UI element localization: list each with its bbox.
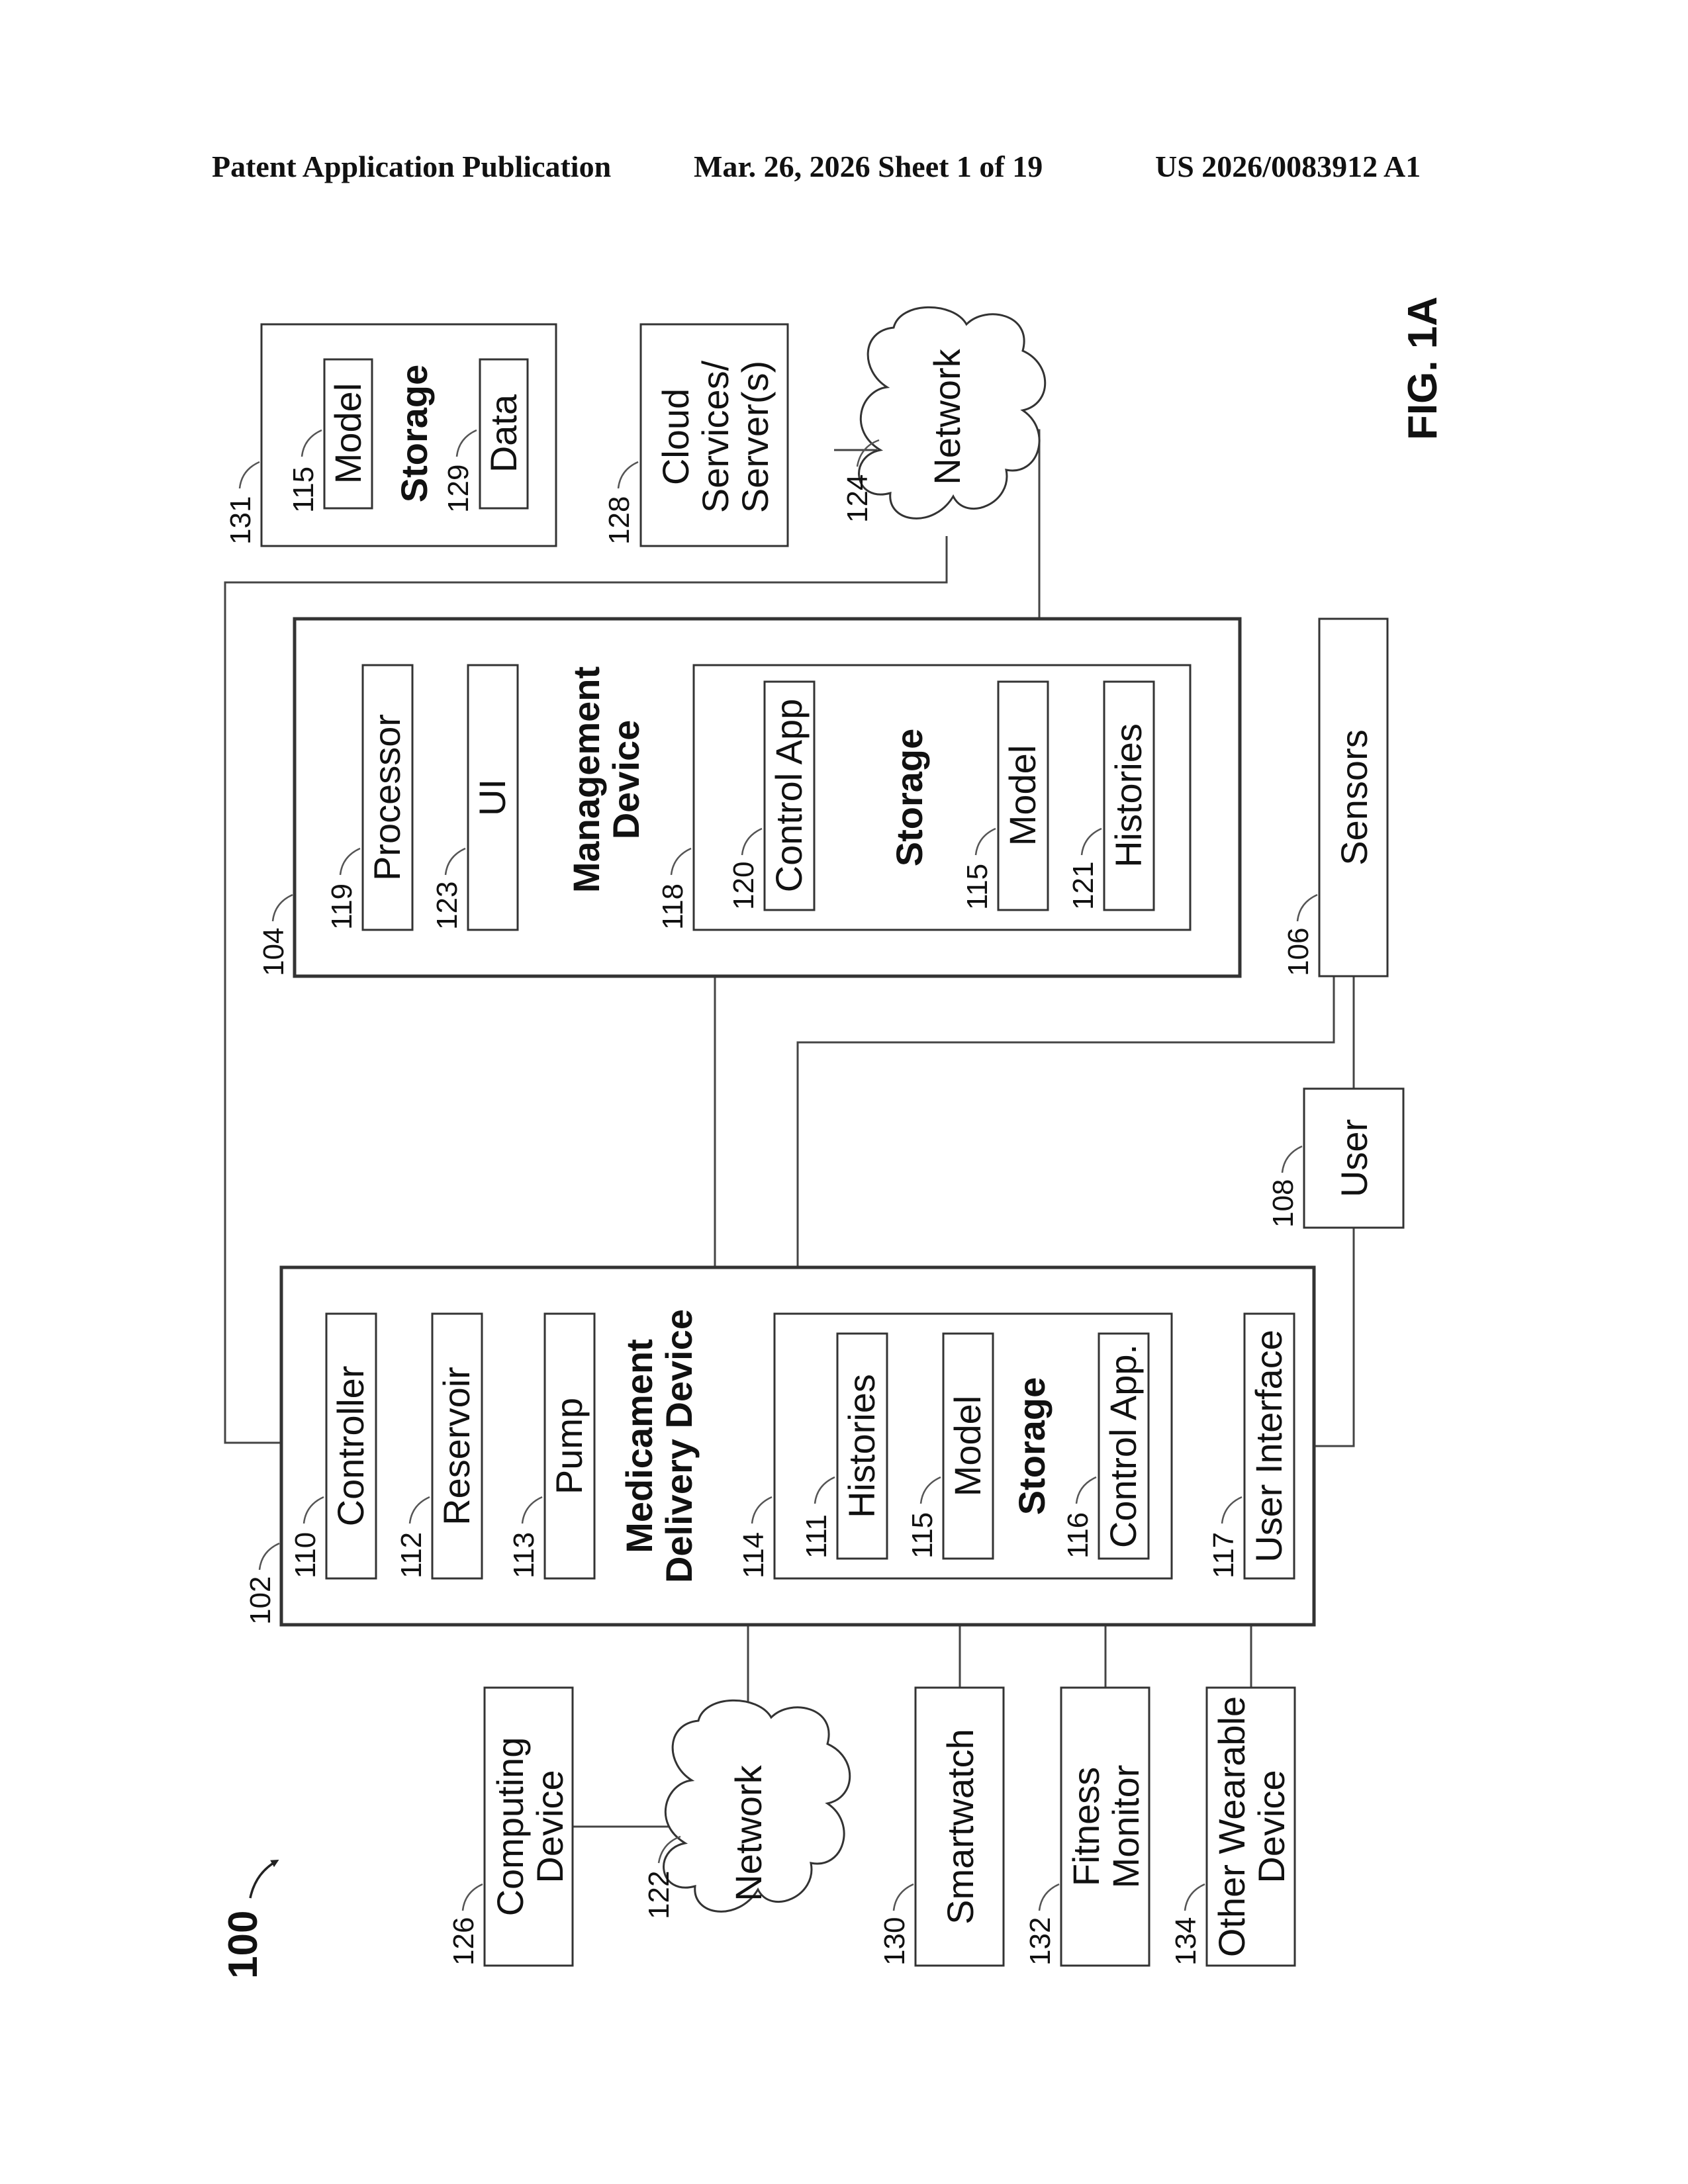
ref-128: 128 bbox=[603, 496, 635, 545]
sensors-106: Sensors 106 bbox=[1282, 619, 1387, 976]
ref-115-device: 115 bbox=[906, 1512, 939, 1559]
network-122-label: Network bbox=[727, 1764, 769, 1901]
smartwatch-130: Smartwatch 130 bbox=[878, 1688, 1004, 1966]
ref-102: 102 bbox=[244, 1576, 277, 1625]
management-control-app-label: Control App bbox=[768, 699, 810, 893]
reservoir-label: Reservoir bbox=[436, 1367, 477, 1525]
medicament-delivery-device-102: Controller Reservoir Pump Medicament Del… bbox=[244, 1267, 1314, 1625]
ref-126: 126 bbox=[447, 1917, 480, 1966]
management-title-line2: Device bbox=[605, 720, 647, 840]
other-wearable-label-line1: Other Wearable bbox=[1211, 1696, 1252, 1957]
device-histories-label: Histories bbox=[841, 1374, 882, 1518]
ref-123: 123 bbox=[431, 882, 463, 930]
sensors-label: Sensors bbox=[1333, 729, 1375, 865]
computing-device-126: Computing Device 126 bbox=[447, 1688, 573, 1966]
ref-112: 112 bbox=[395, 1532, 428, 1578]
ref-129: 129 bbox=[442, 465, 475, 513]
cloud-label-line2: Services/ bbox=[694, 360, 736, 513]
computing-label-line1: Computing bbox=[489, 1737, 531, 1917]
ref-132: 132 bbox=[1024, 1917, 1056, 1966]
ref-120: 120 bbox=[727, 862, 760, 910]
device-storage-label: Storage bbox=[1011, 1377, 1053, 1516]
cloud-label-line1: Cloud bbox=[655, 388, 696, 485]
ref-116: 116 bbox=[1062, 1512, 1094, 1559]
figure-label: FIG. 1A bbox=[1400, 296, 1446, 440]
line-user-to-device bbox=[1314, 1228, 1354, 1446]
user-interface-label: User Interface bbox=[1248, 1330, 1289, 1563]
device-control-app-label: Control App. bbox=[1102, 1344, 1144, 1548]
ref-119: 119 bbox=[326, 884, 358, 930]
ref-121: 121 bbox=[1067, 862, 1100, 910]
ref-104: 104 bbox=[258, 928, 290, 976]
ref-118: 118 bbox=[657, 884, 689, 930]
controller-label: Controller bbox=[330, 1366, 371, 1527]
user-108: User 108 bbox=[1267, 1089, 1403, 1228]
management-model-label: Model bbox=[1002, 745, 1043, 846]
ref-108: 108 bbox=[1267, 1179, 1299, 1228]
device-model-label: Model bbox=[947, 1396, 988, 1497]
fitness-label-line1: Fitness bbox=[1065, 1767, 1107, 1887]
device-title-line2: Delivery Device bbox=[658, 1309, 700, 1583]
network-124: Network 124 bbox=[841, 307, 1045, 523]
ref-114: 114 bbox=[737, 1532, 770, 1578]
pump-label: Pump bbox=[548, 1398, 590, 1494]
fitness-monitor-132: Fitness Monitor 132 bbox=[1024, 1688, 1149, 1966]
management-histories-label: Histories bbox=[1107, 723, 1149, 868]
ref-110: 110 bbox=[289, 1532, 322, 1578]
ref-113: 113 bbox=[508, 1532, 540, 1578]
ref-131: 131 bbox=[224, 496, 257, 545]
ref-106: 106 bbox=[1282, 928, 1315, 976]
storage-131: Model Storage Data 131 115 129 bbox=[224, 324, 556, 546]
management-device-104: Processor UI Management Device Control A… bbox=[258, 619, 1240, 976]
ref-115-management: 115 bbox=[961, 864, 994, 910]
ref-111: 111 bbox=[800, 1514, 833, 1559]
cloud-label-line3: Server(s) bbox=[734, 361, 776, 513]
ref-117: 117 bbox=[1207, 1532, 1240, 1578]
ref-124: 124 bbox=[841, 475, 874, 523]
other-wearable-label-line2: Device bbox=[1250, 1770, 1292, 1883]
cloud-services-128: Cloud Services/ Server(s) 128 bbox=[603, 324, 788, 546]
ref-134: 134 bbox=[1170, 1917, 1202, 1966]
network-122: Network 122 bbox=[643, 1700, 850, 1919]
smartwatch-label: Smartwatch bbox=[939, 1729, 981, 1925]
processor-label: Processor bbox=[366, 714, 408, 881]
fitness-label-line2: Monitor bbox=[1105, 1765, 1147, 1889]
other-wearable-134: Other Wearable Device 134 bbox=[1170, 1688, 1295, 1966]
computing-label-line2: Device bbox=[529, 1770, 571, 1883]
storage-131-model-label: Model bbox=[327, 383, 369, 484]
management-title-line1: Management bbox=[565, 666, 607, 893]
storage-131-label: Storage bbox=[393, 365, 435, 503]
network-124-label: Network bbox=[926, 348, 968, 484]
ref-122: 122 bbox=[643, 1871, 675, 1919]
storage-131-data-label: Data bbox=[483, 394, 524, 473]
user-label: User bbox=[1333, 1119, 1375, 1197]
ref-130: 130 bbox=[878, 1917, 911, 1966]
ref-115-storage-131: 115 bbox=[287, 467, 320, 513]
management-storage-label: Storage bbox=[888, 729, 930, 867]
ref-100: 100 bbox=[220, 1911, 266, 1979]
line-sensors-to-device bbox=[798, 976, 1334, 1267]
system-ref-100: 100 bbox=[220, 1861, 277, 1979]
device-title-line1: Medicament bbox=[618, 1339, 660, 1553]
ref-100-arrow bbox=[250, 1861, 277, 1898]
ui-label: UI bbox=[471, 779, 513, 816]
